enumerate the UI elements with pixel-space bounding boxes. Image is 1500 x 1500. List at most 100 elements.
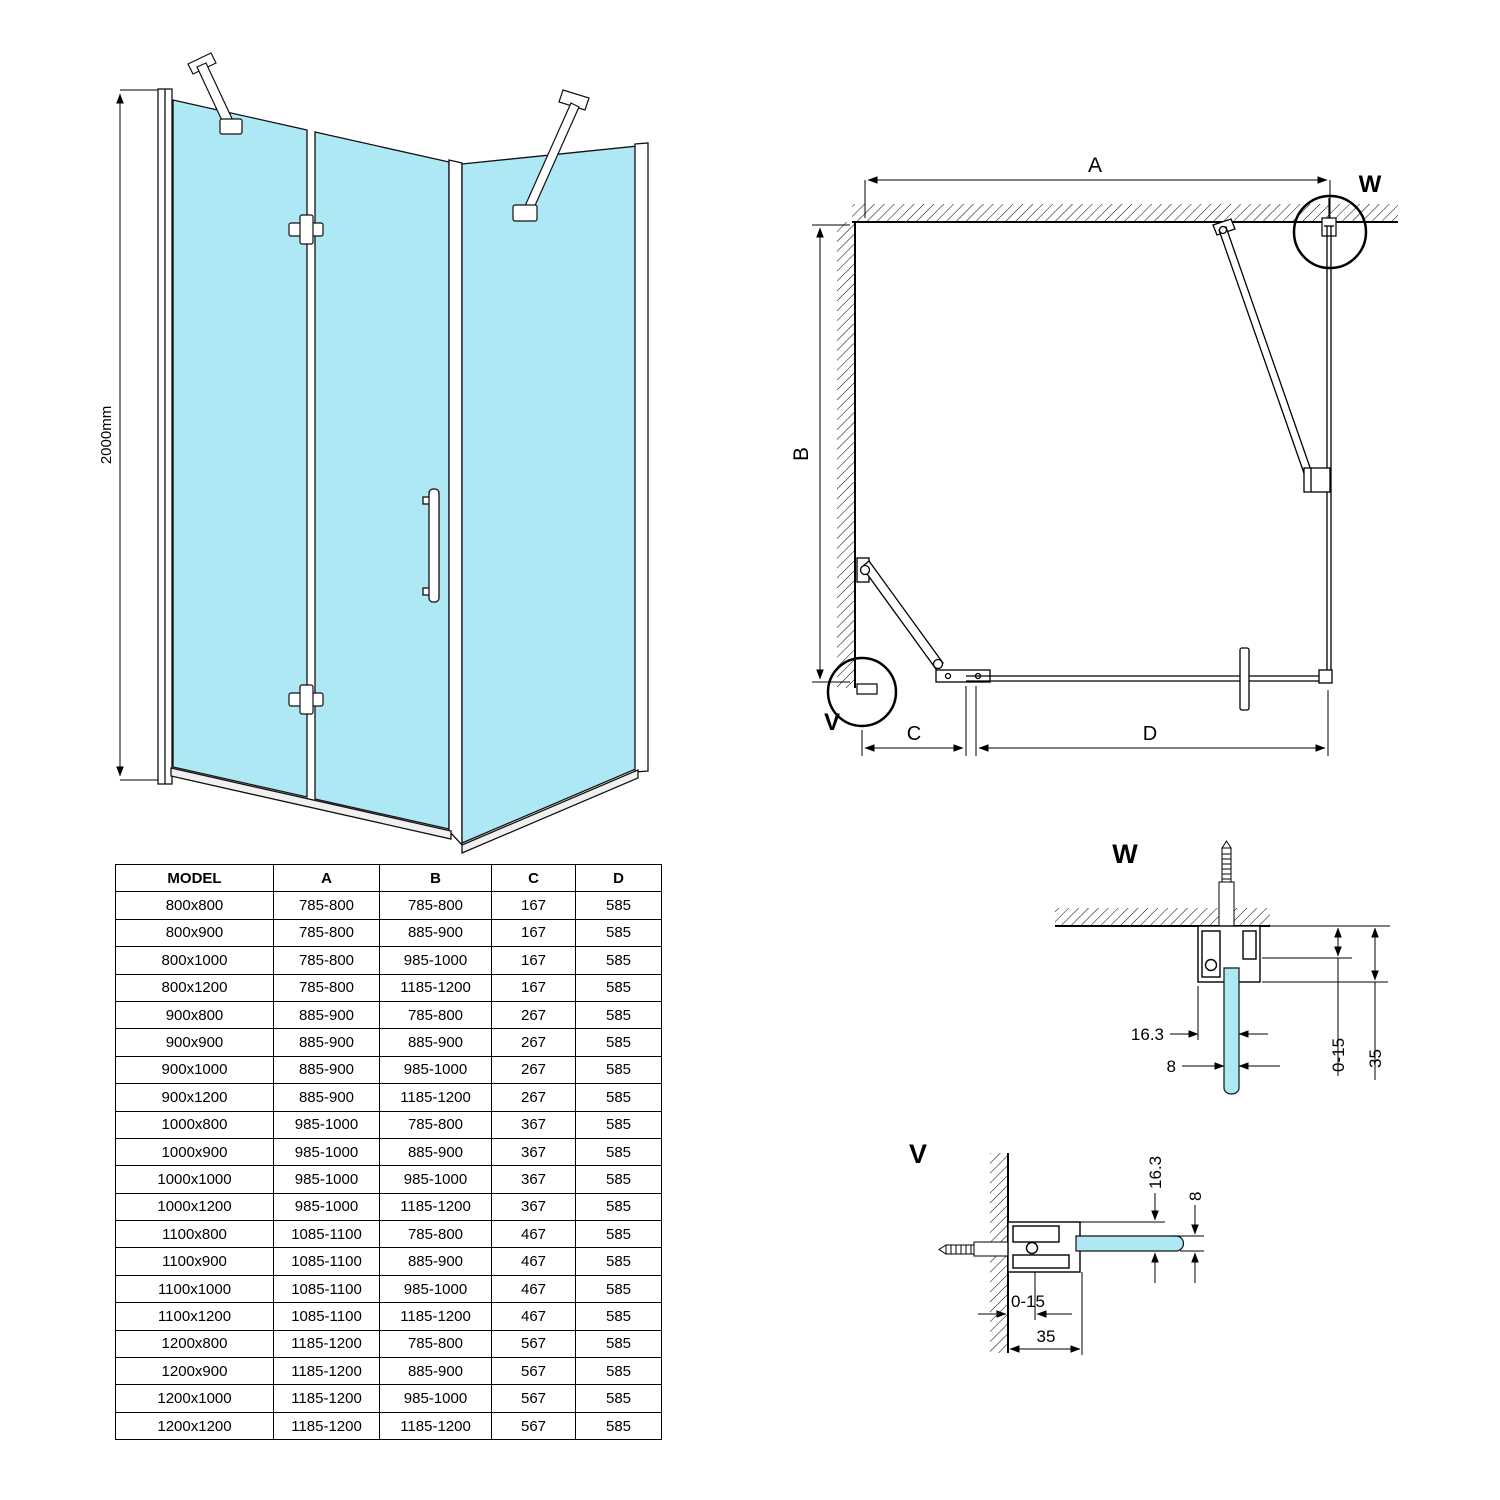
dimension-cell: 585	[575, 1329, 662, 1359]
dimension-d-label: D	[1143, 723, 1157, 745]
glass-panel-section	[1223, 967, 1240, 1095]
model-cell: 800x800	[115, 891, 274, 920]
dimension-cell: 585	[575, 1274, 662, 1304]
isometric-view: 2000mm	[98, 52, 649, 854]
dimension-cell: 1185-1200	[273, 1411, 380, 1441]
dimension-cell: 985-1000	[379, 1384, 492, 1413]
dimension-cell: 467	[491, 1274, 576, 1304]
detail-w-marker: W	[1359, 171, 1382, 198]
model-cell: 1100x1200	[115, 1302, 274, 1331]
dimension-b	[812, 224, 850, 683]
dimension-cell: 985-1000	[273, 1192, 380, 1222]
dimension-35-label: 35	[1366, 1049, 1385, 1068]
dimension-cell: 585	[575, 1357, 662, 1386]
support-strut-plan	[1212, 218, 1331, 493]
dimension-cell: 985-1000	[273, 1110, 380, 1139]
door-panel-plan	[966, 647, 1333, 711]
dimension-35-label: 35	[1037, 1327, 1056, 1346]
model-cell: 900x800	[115, 1000, 274, 1030]
model-cell: 1200x1200	[115, 1411, 274, 1441]
detail-v-circle	[826, 656, 898, 728]
dimension-cell: 585	[575, 891, 662, 920]
dimension-163-label: 16.3	[1131, 1025, 1164, 1044]
dimension-cell: 367	[491, 1137, 576, 1167]
dimension-c	[861, 686, 967, 756]
dimension-cell: 585	[575, 1083, 662, 1112]
dimension-163	[1080, 1193, 1165, 1283]
door-hinges	[288, 214, 324, 715]
dimension-cell: 167	[491, 891, 576, 920]
dimension-35	[1262, 927, 1388, 1080]
dimension-cell: 167	[491, 918, 576, 948]
fixed-glass-panel	[172, 99, 308, 798]
dimension-cell: 885-900	[379, 1028, 492, 1057]
column-header: D	[575, 863, 662, 893]
dimension-cell: 985-1000	[273, 1165, 380, 1194]
dimension-8-label: 8	[1167, 1057, 1176, 1076]
model-cell: 1200x1000	[115, 1384, 274, 1413]
dimension-c-label: C	[907, 723, 921, 745]
dimension-cell: 585	[575, 946, 662, 975]
dimension-cell: 367	[491, 1165, 576, 1194]
dimension-cell: 467	[491, 1247, 576, 1276]
dimension-cell: 985-1000	[379, 1274, 492, 1304]
dimension-015	[978, 1272, 1072, 1320]
w-detail-mini	[1321, 217, 1337, 237]
dimension-cell: 785-800	[379, 1000, 492, 1030]
plan-view: A W B V	[790, 154, 1398, 756]
detail-w-circle	[1292, 194, 1368, 270]
dimension-cell: 585	[575, 1165, 662, 1194]
left-wall-hatch	[837, 222, 855, 688]
dimension-cell: 267	[491, 1055, 576, 1085]
dimension-cell: 585	[575, 1384, 662, 1413]
enclosure-structure	[157, 88, 649, 854]
dimension-cell: 367	[491, 1192, 576, 1222]
model-cell: 900x900	[115, 1028, 274, 1057]
dimension-cell: 467	[491, 1220, 576, 1249]
model-cell: 800x900	[115, 918, 274, 948]
dimension-cell: 885-900	[379, 918, 492, 948]
model-cell: 1100x800	[115, 1220, 274, 1249]
dimension-cell: 785-800	[273, 918, 380, 948]
ceiling-hatch	[1055, 908, 1270, 926]
dimension-cell: 467	[491, 1302, 576, 1331]
model-cell: 1100x1000	[115, 1274, 274, 1304]
v-detail-mini	[856, 683, 878, 695]
column-header: MODEL	[115, 863, 274, 893]
model-cell: 1200x900	[115, 1357, 274, 1386]
dimension-cell: 267	[491, 1028, 576, 1057]
height-dimension	[116, 89, 163, 781]
detail-v-view: V 16.3 8 0-15 35	[909, 1139, 1205, 1355]
dimension-cell: 585	[575, 1247, 662, 1276]
dimension-cell: 567	[491, 1411, 576, 1441]
dimension-cell: 1085-1100	[273, 1247, 380, 1276]
dimension-cell: 785-800	[273, 946, 380, 975]
model-cell: 800x1200	[115, 973, 274, 1002]
dimension-163-label: 16.3	[1146, 1156, 1165, 1189]
dimension-163	[1170, 986, 1268, 1040]
detail-w-title: W	[1112, 839, 1138, 869]
side-glass-panel	[461, 145, 639, 844]
front-sill	[170, 767, 452, 840]
handle-plan	[1239, 647, 1250, 711]
detail-v-marker: V	[824, 709, 840, 736]
right-profile	[634, 142, 649, 773]
dimension-cell: 585	[575, 918, 662, 948]
model-cell: 1000x900	[115, 1137, 274, 1167]
dimension-cell: 785-800	[379, 1110, 492, 1139]
dimension-cell: 885-900	[379, 1247, 492, 1276]
dimension-a	[864, 176, 1331, 218]
